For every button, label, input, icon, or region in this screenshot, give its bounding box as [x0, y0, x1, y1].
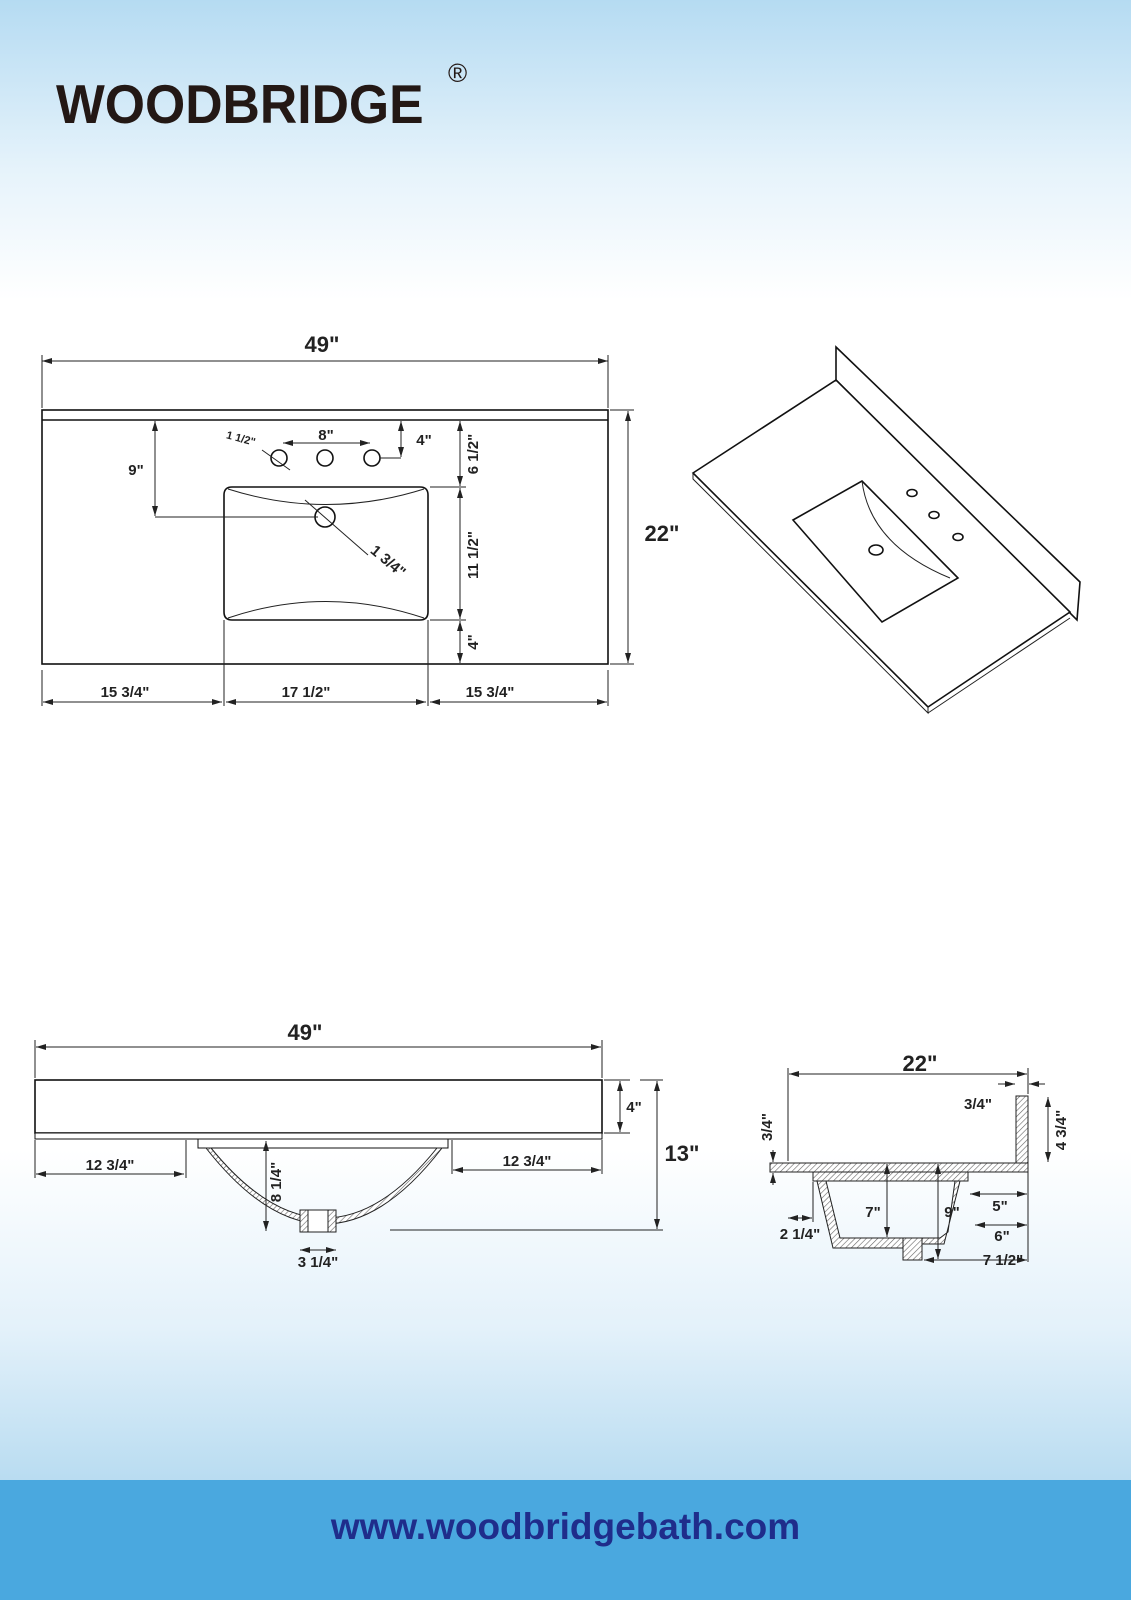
- dim-width: 49": [305, 332, 340, 357]
- side-view: 22" 3/4" 4 3/4" 3/4" 7" 9" 5" 6" 7 1/2" …: [759, 1051, 1070, 1269]
- dim-back-to-sink: 6 1/2": [465, 434, 482, 474]
- dim-side-depth: 22": [903, 1051, 938, 1076]
- dim-faucet-from-back: 4": [416, 432, 431, 449]
- faucet-hole-right: [363, 449, 381, 467]
- dim-drain-from-back: 7 1/2": [983, 1252, 1023, 1269]
- dim-faucet-spread: 8": [318, 427, 333, 444]
- dim-total-height: 13": [665, 1141, 700, 1166]
- dim-front-offset: 2 1/4": [780, 1226, 820, 1243]
- dim-drain-offset: 9": [128, 462, 143, 479]
- dim-right-offset: 12 3/4": [503, 1153, 552, 1170]
- dim-depth: 22": [645, 521, 680, 546]
- dim-side-backsplash-height: 4 3/4": [1053, 1110, 1070, 1150]
- dim-back-lip: 5": [992, 1198, 1007, 1215]
- dim-inner-depth: 7": [865, 1204, 880, 1221]
- dim-back-wall: 6": [994, 1228, 1009, 1245]
- dim-front-width: 49": [288, 1020, 323, 1045]
- website-link[interactable]: www.woodbridgebath.com: [330, 1506, 801, 1547]
- dim-backsplash-height: 4": [626, 1099, 641, 1116]
- front-view: 49" 4" 13" 12 3/4" 12 3/4" 8 1/4" 3 1/4": [34, 1020, 700, 1271]
- dim-drain-width: 3 1/4": [298, 1254, 338, 1271]
- perspective-view: [691, 345, 1081, 715]
- dim-backsplash-thickness: 3/4": [964, 1096, 992, 1113]
- dim-top-thickness: 3/4": [759, 1113, 776, 1141]
- faucet-hole-left: [270, 449, 288, 467]
- dim-left-offset: 12 3/4": [86, 1157, 135, 1174]
- faucet-hole-center: [316, 449, 334, 467]
- footer-bar: www.woodbridgebath.com: [0, 1480, 1131, 1600]
- dim-front-to-sink: 4": [465, 634, 482, 649]
- dim-left-margin: 15 3/4": [101, 684, 150, 701]
- dim-right-margin: 15 3/4": [466, 684, 515, 701]
- registered-mark: ®: [448, 58, 468, 88]
- dim-bowl-depth: 8 1/4": [268, 1162, 285, 1202]
- dim-outer-depth: 9": [944, 1204, 959, 1221]
- dim-sink-depth: 11 1/2": [465, 531, 482, 579]
- brand-logo: WOODBRIDGE: [56, 73, 424, 135]
- dim-sink-width: 17 1/2": [282, 684, 331, 701]
- top-view: 49" 22" 15 3/4" 17 1/2" 15 3/4" 9" 8" 4"…: [41, 332, 680, 706]
